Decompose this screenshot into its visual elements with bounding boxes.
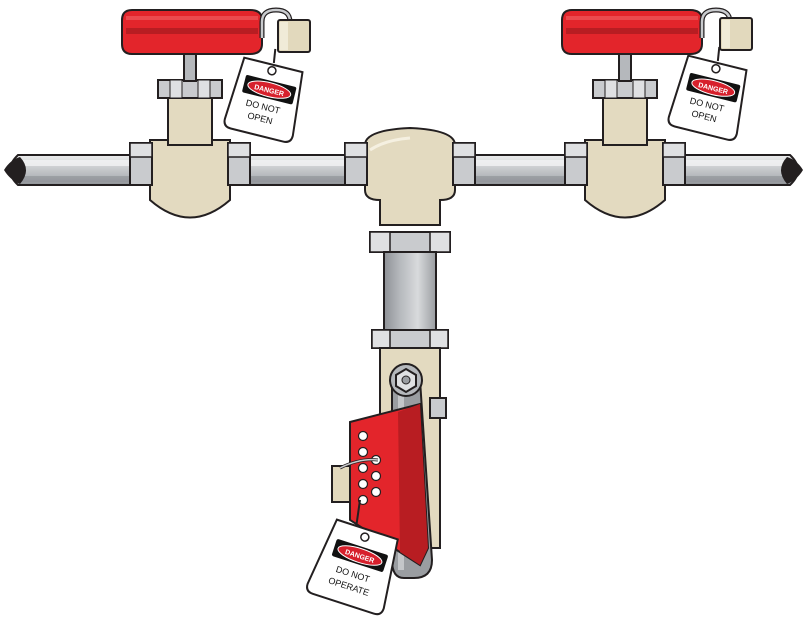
padlock-icon — [259, 7, 311, 53]
lockout-holes — [357, 430, 382, 506]
pipe-left-end — [4, 157, 26, 184]
ball-valve-lockout-device — [331, 402, 430, 567]
danger-tag-left: DANGER DO NOT OPEN — [223, 48, 304, 143]
padlock-icon — [699, 7, 753, 51]
left-gate-valve: DANGER DO NOT OPEN — [121, 7, 311, 219]
danger-tag-bottom: DANGER DO NOT OPERATE — [306, 518, 399, 616]
danger-tag-right: DANGER DO NOT OPEN — [667, 46, 748, 141]
pipe-right-end — [781, 157, 803, 184]
branch-pipe — [371, 251, 449, 349]
right-gate-valve: DANGER DO NOT OPEN — [561, 7, 753, 219]
tee-fitting — [344, 126, 476, 253]
